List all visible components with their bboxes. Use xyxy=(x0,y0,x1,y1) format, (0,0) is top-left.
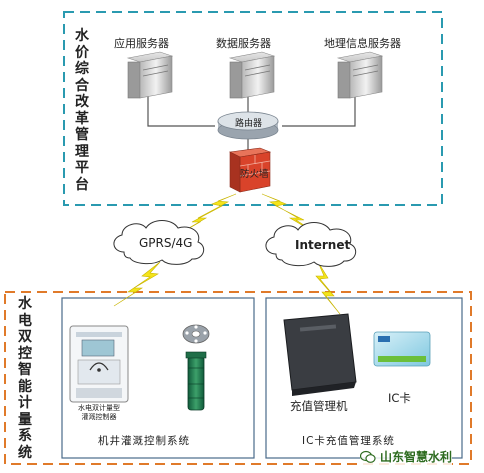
internet-label: Internet xyxy=(295,238,351,252)
watermark: 山东智慧水利 xyxy=(360,448,453,465)
cloud-gprs xyxy=(113,220,205,265)
meter-device-label-line2: 灌溉控制器 xyxy=(81,413,117,421)
link-geo-server xyxy=(282,96,356,127)
server-icon-geo xyxy=(336,51,384,99)
server-label-geo: 地理信息服务器 xyxy=(324,37,401,50)
lightning-gprs-system xyxy=(113,261,161,307)
meter-device-label-line1: 水电双计量型 xyxy=(78,404,120,412)
platform-title: 水 价 综 合 改 革 管 理 平 台 xyxy=(75,28,89,193)
server-label-data: 数据服务器 xyxy=(216,37,271,50)
server-icon-data xyxy=(228,51,276,99)
card-reader-icon xyxy=(283,313,357,396)
left-panel-frame xyxy=(61,297,255,459)
router-label: 路由器 xyxy=(235,119,263,129)
server-label-app: 应用服务器 xyxy=(114,37,169,50)
system-title: 水 电 双 控 智 能 计 量 系 统 xyxy=(18,296,32,461)
router-icon xyxy=(217,111,279,140)
wechat-icon xyxy=(360,450,376,463)
left-panel-caption: 机井灌溉控制系统 xyxy=(98,435,190,447)
gprs-label: GPRS/4G xyxy=(139,236,193,250)
cloud-internet xyxy=(265,222,357,267)
meter-device-icon xyxy=(69,325,129,403)
link-app-server xyxy=(147,96,215,127)
firewall-icon xyxy=(228,147,272,193)
watermark-text: 山东智慧水利 xyxy=(380,450,453,464)
ic-card-label: IC卡 xyxy=(388,391,411,405)
platform-frame xyxy=(63,11,443,206)
right-panel-caption: IC卡充值管理系统 xyxy=(302,435,395,447)
card-reader-label: 充值管理机 xyxy=(290,399,348,413)
pump-icon xyxy=(185,351,207,411)
meter-device-label: 水电双计量型 灌溉控制器 xyxy=(72,404,126,422)
firewall-label: 防火墙 xyxy=(240,169,269,180)
system-frame xyxy=(4,291,472,465)
flange-icon xyxy=(182,324,210,344)
server-icon-app xyxy=(126,51,174,99)
lightning-internet-system xyxy=(315,261,341,315)
ic-card-icon xyxy=(373,331,431,367)
